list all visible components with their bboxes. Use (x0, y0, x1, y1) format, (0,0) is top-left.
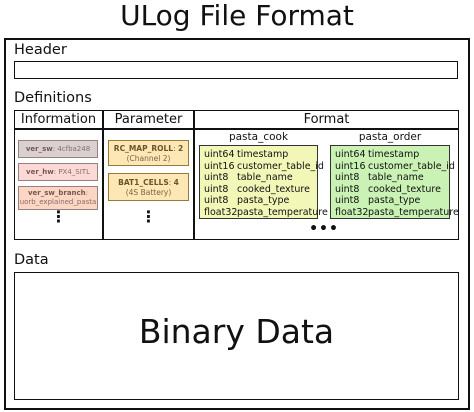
field-name: pasta_temperature (368, 206, 459, 218)
information-key: ver_sw (25, 145, 53, 153)
information-key: ver_hw (26, 168, 54, 176)
parameter-key: RC_MAP_ROLL (113, 144, 174, 153)
definitions-box (14, 110, 459, 240)
format-field: uint8 cooked_texture (335, 184, 449, 196)
information-item: ver_hw: PX4_SITL (18, 163, 98, 181)
parameter-more-ellipsis: ⋮ (140, 207, 157, 226)
information-value: PX4_SITL (58, 168, 90, 176)
data-label: Data (14, 252, 49, 268)
information-value: 4cfba248 (57, 145, 91, 153)
field-name: customer_table_id (237, 160, 324, 172)
parameter-item: RC_MAP_ROLL: 2 (Channel 2) (108, 140, 189, 166)
parameter-value: 4 (173, 178, 179, 187)
format-field: uint8 table_name (335, 172, 449, 184)
field-type: float32 (204, 206, 238, 218)
field-name: table_name (237, 172, 293, 183)
field-type: uint8 (335, 172, 360, 183)
parameter-note: (4S Battery) (125, 188, 172, 197)
information-more-ellipsis: ⋮ (50, 207, 67, 226)
parameter-note: (Channel 2) (126, 154, 171, 163)
definitions-column-divider (102, 110, 104, 240)
field-name: pasta_type (237, 195, 290, 206)
header-label: Header (14, 42, 67, 58)
field-name: customer_table_id (368, 160, 455, 172)
field-name: cooked_texture (237, 183, 310, 195)
field-type: uint64 (335, 149, 366, 160)
field-type: uint8 (204, 183, 229, 195)
definitions-label: Definitions (14, 90, 92, 106)
header-box (14, 61, 458, 79)
format-field: uint8 pasta_type (204, 195, 317, 207)
definitions-header-divider (14, 128, 459, 130)
field-name: timestamp (237, 149, 289, 160)
field-name: cooked_texture (368, 183, 441, 195)
field-type: uint16 (204, 160, 235, 172)
format-field: uint8 table_name (204, 172, 317, 184)
field-name: timestamp (368, 149, 420, 160)
field-type: uint16 (335, 160, 366, 172)
parameter-item: BAT1_CELLS: 4 (4S Battery) (108, 173, 189, 201)
information-item: ver_sw: 4cfba248 (18, 140, 98, 158)
format-name: pasta_order (358, 131, 422, 143)
format-field: float32pasta_temperature (204, 206, 328, 219)
parameter-value: 2 (177, 144, 184, 153)
diagram-title: ULog File Format (120, 0, 354, 32)
definitions-column-divider (193, 110, 195, 240)
information-heading: Information (20, 112, 97, 127)
binary-data-text: Binary Data (138, 312, 335, 351)
data-box (14, 272, 459, 400)
field-type: uint8 (335, 183, 360, 195)
format-name: pasta_cook (228, 131, 289, 143)
parameter-key: BAT1_CELLS (118, 178, 169, 187)
field-type: uint8 (204, 195, 229, 206)
parameter-heading: Parameter (114, 112, 183, 127)
field-name: table_name (368, 172, 424, 183)
field-name: pasta_temperature (237, 206, 328, 218)
format-field: uint8 cooked_texture (204, 184, 317, 196)
format-more-ellipsis: ••• (309, 221, 339, 237)
information-key: ver_sw_branch (27, 189, 86, 197)
information-item: ver_sw_branch: uorb_explained_pasta (18, 186, 98, 210)
information-value: uorb_explained_pasta (19, 198, 97, 206)
format-field: uint8 pasta_type (335, 195, 449, 207)
field-name: pasta_type (368, 195, 421, 206)
file-frame (4, 38, 470, 410)
field-type: uint64 (204, 149, 235, 160)
field-type: float32 (335, 206, 369, 218)
field-type: uint8 (204, 172, 229, 183)
field-type: uint8 (335, 195, 360, 206)
format-field: float32pasta_temperature (335, 206, 459, 219)
format-heading: Format (303, 112, 350, 127)
